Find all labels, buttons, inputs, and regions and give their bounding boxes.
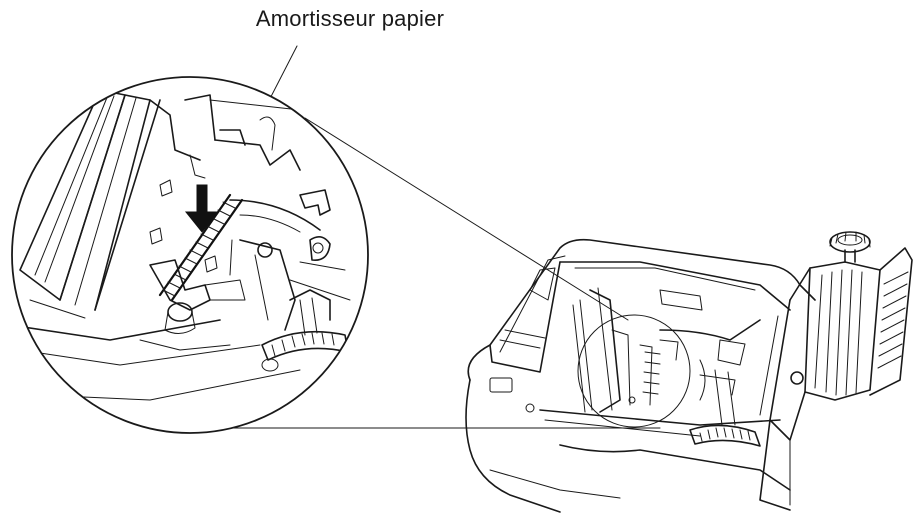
printer-cover-open — [759, 231, 913, 511]
detail-area-mini — [611, 329, 679, 406]
down-arrow-icon — [184, 184, 220, 233]
zoom-connector-lines — [219, 117, 661, 429]
printer-body — [465, 238, 816, 513]
detail-area-circle — [577, 314, 691, 428]
paper-damper-label: Amortisseur papier — [255, 6, 445, 31]
magnified-detail — [11, 76, 369, 434]
